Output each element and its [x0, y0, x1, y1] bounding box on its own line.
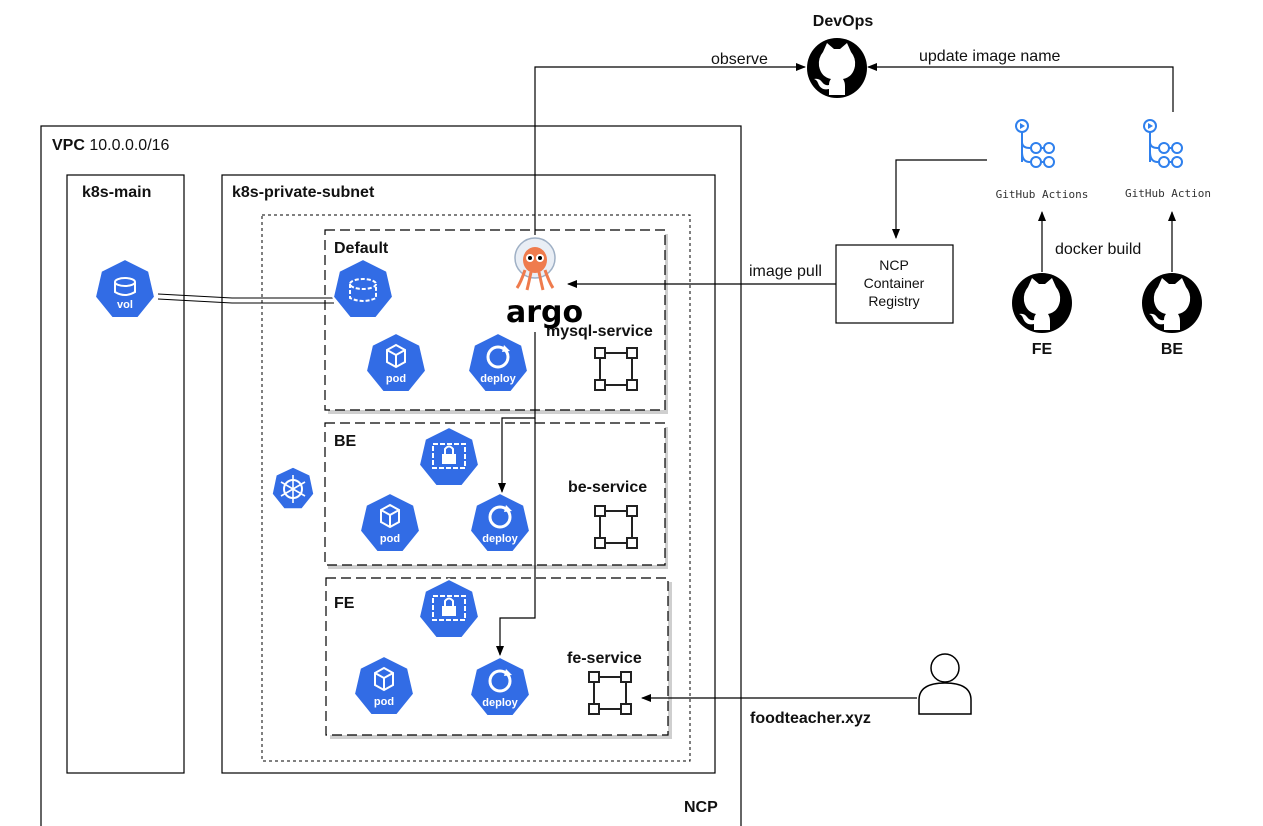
ncp-label: NCP [684, 799, 718, 816]
be-service-label: be-service [568, 479, 647, 496]
vpc-box [40, 125, 742, 826]
update-image-arrow [867, 63, 1174, 112]
observe-label: observe [711, 51, 768, 68]
vpc-label: VPC 10.0.0.0/16 [52, 137, 170, 154]
be-deploy-label: deploy [482, 533, 518, 545]
registry-line-1: NCP [879, 257, 909, 273]
registry-line-3: Registry [868, 293, 919, 309]
fe-service-label: fe-service [567, 650, 642, 667]
fe-deploy-icon: deploy [469, 656, 531, 717]
fe-deploy-label: deploy [482, 697, 518, 709]
devops-github-icon [807, 38, 867, 98]
argo-to-fe-deploy-arrow [496, 418, 536, 656]
fe-secret-icon [418, 578, 480, 639]
private-subnet-box [221, 174, 716, 774]
registry-line-2: Container [864, 275, 925, 291]
be-secret-icon [418, 426, 480, 487]
update-image-label: update image name [919, 48, 1061, 65]
argo-to-be-deploy-arrow [498, 332, 536, 493]
default-pod-icon: pod [365, 332, 427, 393]
be-pod-label: pod [380, 533, 400, 545]
devops-title: DevOps [813, 13, 874, 30]
be-repo-github-icon [1142, 273, 1202, 333]
fe-pod-label: pod [374, 696, 394, 708]
github-actions-be-icon [1143, 119, 1183, 168]
vpc-cidr: 10.0.0.0/16 [89, 137, 169, 154]
vpc-label-bold: VPC [52, 137, 85, 154]
be-pod-icon: pod [359, 492, 421, 553]
default-pod-label: pod [386, 373, 406, 385]
mysql-service-label: mysql-service [546, 323, 653, 340]
default-deploy-label: deploy [480, 373, 516, 385]
image-pull-label: image pull [749, 263, 822, 280]
fe-repo-github-icon [1012, 273, 1072, 333]
docker-build-label: docker build [1055, 241, 1141, 258]
kubernetes-icon [271, 466, 315, 510]
github-actions-be-label: GitHub Action [1125, 187, 1211, 200]
be-deploy-icon: deploy [469, 492, 531, 553]
be-repo-label: BE [1161, 341, 1184, 358]
be-namespace-label: BE [334, 433, 357, 450]
default-namespace-label: Default [334, 240, 389, 257]
vol-icon: vol [94, 258, 156, 319]
cluster-box [261, 214, 691, 762]
github-actions-fe-icon [1015, 119, 1055, 168]
ncp-container-registry [835, 244, 954, 324]
persistent-volume-icon [332, 258, 394, 319]
volume-link [157, 293, 334, 304]
fe-pod-icon: pod [353, 655, 415, 716]
user-icon [918, 653, 972, 715]
fe-namespace-label: FE [334, 595, 355, 612]
argo-logo [514, 237, 556, 291]
vol-icon-text: vol [117, 299, 133, 311]
observe-arrow [534, 63, 806, 235]
github-actions-fe-label: GitHub Actions [996, 188, 1089, 201]
default-deploy-icon: deploy [467, 332, 529, 393]
k8s-main-box [66, 174, 185, 774]
fe-repo-label: FE [1032, 341, 1053, 358]
k8s-main-label: k8s-main [82, 184, 151, 201]
private-subnet-label: k8s-private-subnet [232, 184, 375, 201]
actions-to-registry-arrow [892, 159, 987, 239]
user-domain-label: foodteacher.xyz [750, 710, 871, 727]
argo-label: argo [506, 295, 583, 330]
